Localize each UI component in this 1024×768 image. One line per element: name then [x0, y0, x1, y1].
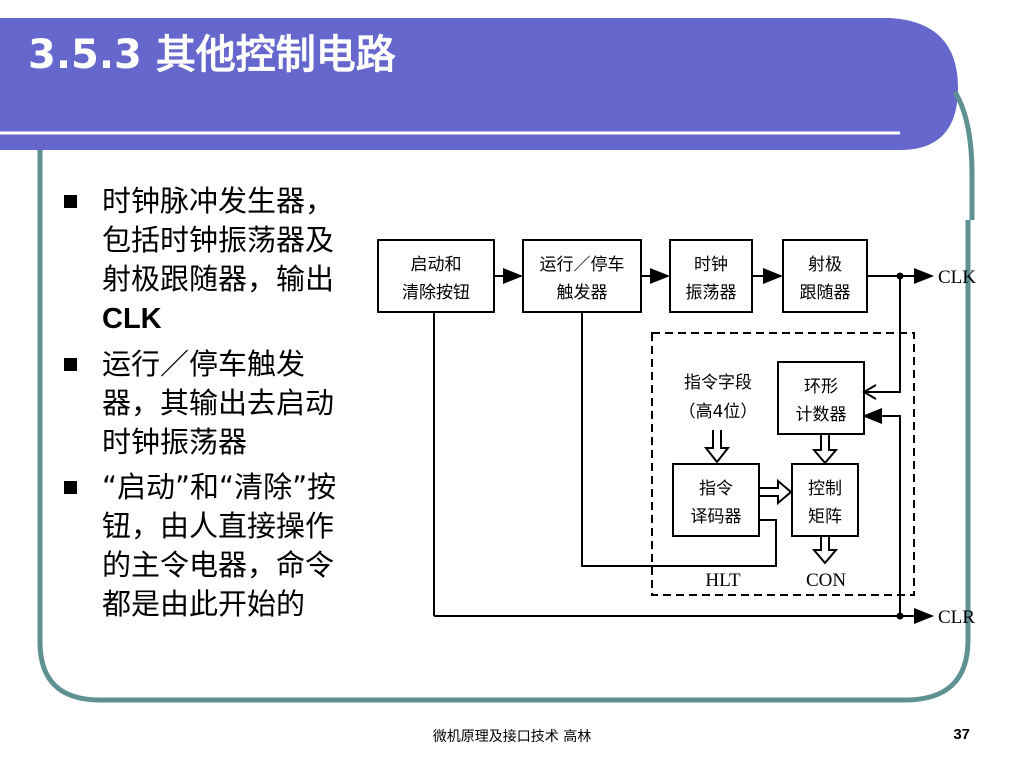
frame-corner-curve	[952, 90, 975, 220]
bullet-square-icon	[64, 195, 77, 208]
bullet-text: 时钟脉冲发生器，包括时钟振荡器及射极跟随器，输出	[102, 184, 335, 296]
svg-text:环形: 环形	[804, 377, 838, 397]
control-circuit-diagram: 启动和 清除按钮 运行／停车 触发器 时钟 振荡器 射极 跟随器 CLK 指令字…	[377, 239, 976, 628]
svg-text:振荡器: 振荡器	[686, 283, 737, 303]
svg-text:清除按钮: 清除按钮	[402, 283, 470, 303]
svg-text:指令: 指令	[699, 479, 733, 499]
bullet-emphasis: CLK	[102, 303, 162, 335]
signal-con-label: CON	[806, 570, 846, 591]
opcode-field-sublabel: （高4位）	[679, 402, 758, 422]
svg-text:控制: 控制	[808, 479, 842, 499]
bullet-text: “启动”和“清除”按钮，由人直接操作的主令电器，命令都是由此开始的	[102, 470, 337, 621]
bullet-square-icon	[64, 358, 77, 371]
opcode-field-label: 指令字段	[684, 373, 752, 393]
block-start-clear: 启动和 清除按钮	[377, 239, 495, 313]
header-band	[0, 18, 958, 150]
block-run-stop-flipflop: 运行／停车 触发器	[522, 239, 642, 313]
signal-hlt-label: HLT	[705, 570, 741, 591]
block-instruction-decoder: 指令 译码器	[672, 463, 760, 537]
svg-text:矩阵: 矩阵	[808, 507, 842, 527]
bullet-item: 运行／停车触发器，其输出去启动时钟振荡器	[58, 345, 358, 462]
signal-clk-label: CLK	[938, 267, 976, 288]
block-control-matrix: 控制 矩阵	[791, 463, 859, 537]
svg-text:跟随器: 跟随器	[800, 283, 851, 303]
bullet-item: 时钟脉冲发生器，包括时钟振荡器及射极跟随器，输出 CLK	[58, 182, 358, 339]
page-number: 37	[953, 726, 970, 743]
dashed-control-region	[651, 332, 915, 596]
slide-title: 3.5.3 其他控制电路	[28, 32, 396, 78]
bullet-item: “启动”和“清除”按钮，由人直接操作的主令电器，命令都是由此开始的	[58, 468, 358, 624]
bullet-square-icon	[64, 481, 77, 494]
svg-text:计数器: 计数器	[796, 405, 847, 425]
content-frame-border	[37, 150, 971, 703]
svg-text:译码器: 译码器	[691, 507, 742, 527]
footer-course: 微机原理及接口技术 高林	[432, 729, 592, 745]
svg-text:时钟: 时钟	[694, 255, 728, 275]
signal-clr-label: CLR	[938, 607, 975, 628]
svg-text:启动和: 启动和	[411, 255, 462, 275]
svg-text:运行／停车: 运行／停车	[540, 255, 625, 275]
svg-text:触发器: 触发器	[557, 283, 608, 303]
block-ring-counter: 环形 计数器	[777, 361, 865, 435]
bullet-text: 运行／停车触发器，其输出去启动时钟振荡器	[102, 347, 335, 459]
svg-text:射极: 射极	[808, 255, 842, 275]
block-emitter-follower: 射极 跟随器	[782, 239, 868, 313]
bullet-list: 时钟脉冲发生器，包括时钟振荡器及射极跟随器，输出 CLK 运行／停车触发器，其输出…	[58, 182, 358, 630]
block-clock-oscillator: 时钟 振荡器	[669, 239, 753, 313]
